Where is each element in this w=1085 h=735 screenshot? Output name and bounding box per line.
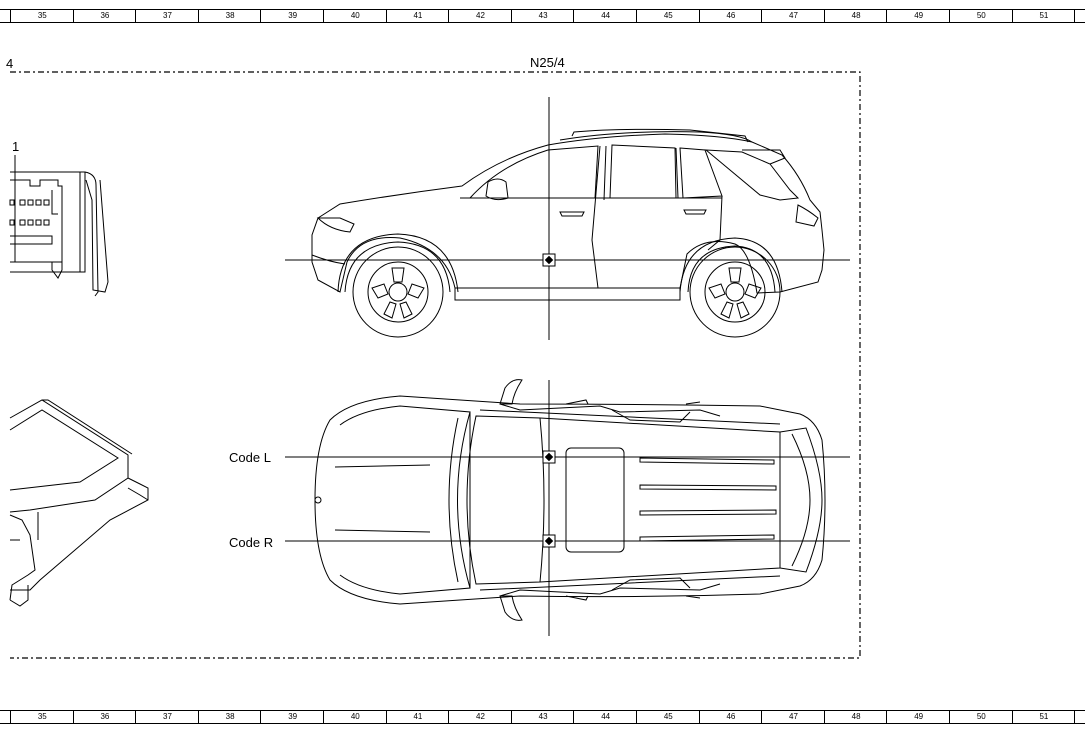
connector-housing bbox=[9, 155, 109, 297]
ruler-column-48: 48 bbox=[823, 710, 888, 723]
ruler-column-51: 51 bbox=[1011, 710, 1076, 723]
ruler-column-50: 50 bbox=[949, 710, 1013, 723]
ruler-column-42: 42 bbox=[448, 9, 512, 22]
ruler-column-44: 44 bbox=[573, 9, 637, 22]
ruler-column-39: 39 bbox=[260, 9, 324, 22]
ruler-column-42: 42 bbox=[448, 710, 512, 723]
ruler-column-41: 41 bbox=[385, 9, 450, 22]
sensor-marker-code-r bbox=[542, 534, 556, 548]
vehicle-side-view bbox=[311, 128, 825, 338]
ruler-column-47: 47 bbox=[761, 710, 825, 723]
ruler-column-44: 44 bbox=[573, 710, 637, 723]
ruler-column-48: 48 bbox=[823, 9, 888, 22]
ruler-column-49: 49 bbox=[886, 710, 950, 723]
ruler-column-37: 37 bbox=[135, 710, 199, 723]
control-unit-box bbox=[9, 399, 149, 607]
ruler-column-end bbox=[1074, 9, 1085, 22]
ruler-column-36: 36 bbox=[72, 9, 137, 22]
ruler-column-36: 36 bbox=[72, 710, 137, 723]
vehicle-top-view bbox=[314, 379, 826, 621]
mirror-right bbox=[499, 595, 523, 621]
ruler-column-50: 50 bbox=[949, 9, 1013, 22]
sunroof bbox=[565, 447, 625, 553]
sensor-marker-side bbox=[542, 253, 556, 267]
ruler-column-40: 40 bbox=[323, 9, 387, 22]
ruler-column-47: 47 bbox=[761, 9, 825, 22]
ruler-column-51: 51 bbox=[1011, 9, 1076, 22]
ruler-column-46: 46 bbox=[698, 9, 763, 22]
reference-lines bbox=[285, 97, 850, 636]
code-r-label: Code R bbox=[229, 535, 274, 550]
ruler-column-43: 43 bbox=[510, 9, 575, 22]
ruler-column-37: 37 bbox=[135, 9, 199, 22]
ruler-column-46: 46 bbox=[698, 710, 763, 723]
ruler-column-45: 45 bbox=[636, 710, 700, 723]
pin-label: 1 bbox=[12, 139, 20, 154]
component-label: N25/4 bbox=[530, 55, 565, 70]
sensor-marker-code-l bbox=[542, 450, 556, 464]
ruler-column-38: 38 bbox=[197, 710, 262, 723]
ruler-column-43: 43 bbox=[510, 710, 575, 723]
ruler-column-39: 39 bbox=[260, 710, 324, 723]
ruler-column-35: 35 bbox=[10, 9, 74, 22]
ruler-column-45: 45 bbox=[636, 9, 700, 22]
ruler-column-end bbox=[1074, 710, 1085, 723]
ruler-column-40: 40 bbox=[323, 710, 387, 723]
ruler-column-41: 41 bbox=[385, 710, 450, 723]
left-reference-label: 4 bbox=[6, 56, 14, 71]
mirror-left bbox=[499, 379, 523, 405]
ruler-column-38: 38 bbox=[197, 9, 262, 22]
code-l-label: Code L bbox=[229, 450, 271, 465]
connector-pins bbox=[9, 190, 58, 245]
ruler-column-49: 49 bbox=[886, 9, 950, 22]
ruler-column-35: 35 bbox=[10, 710, 74, 723]
component-boundary bbox=[10, 71, 861, 659]
